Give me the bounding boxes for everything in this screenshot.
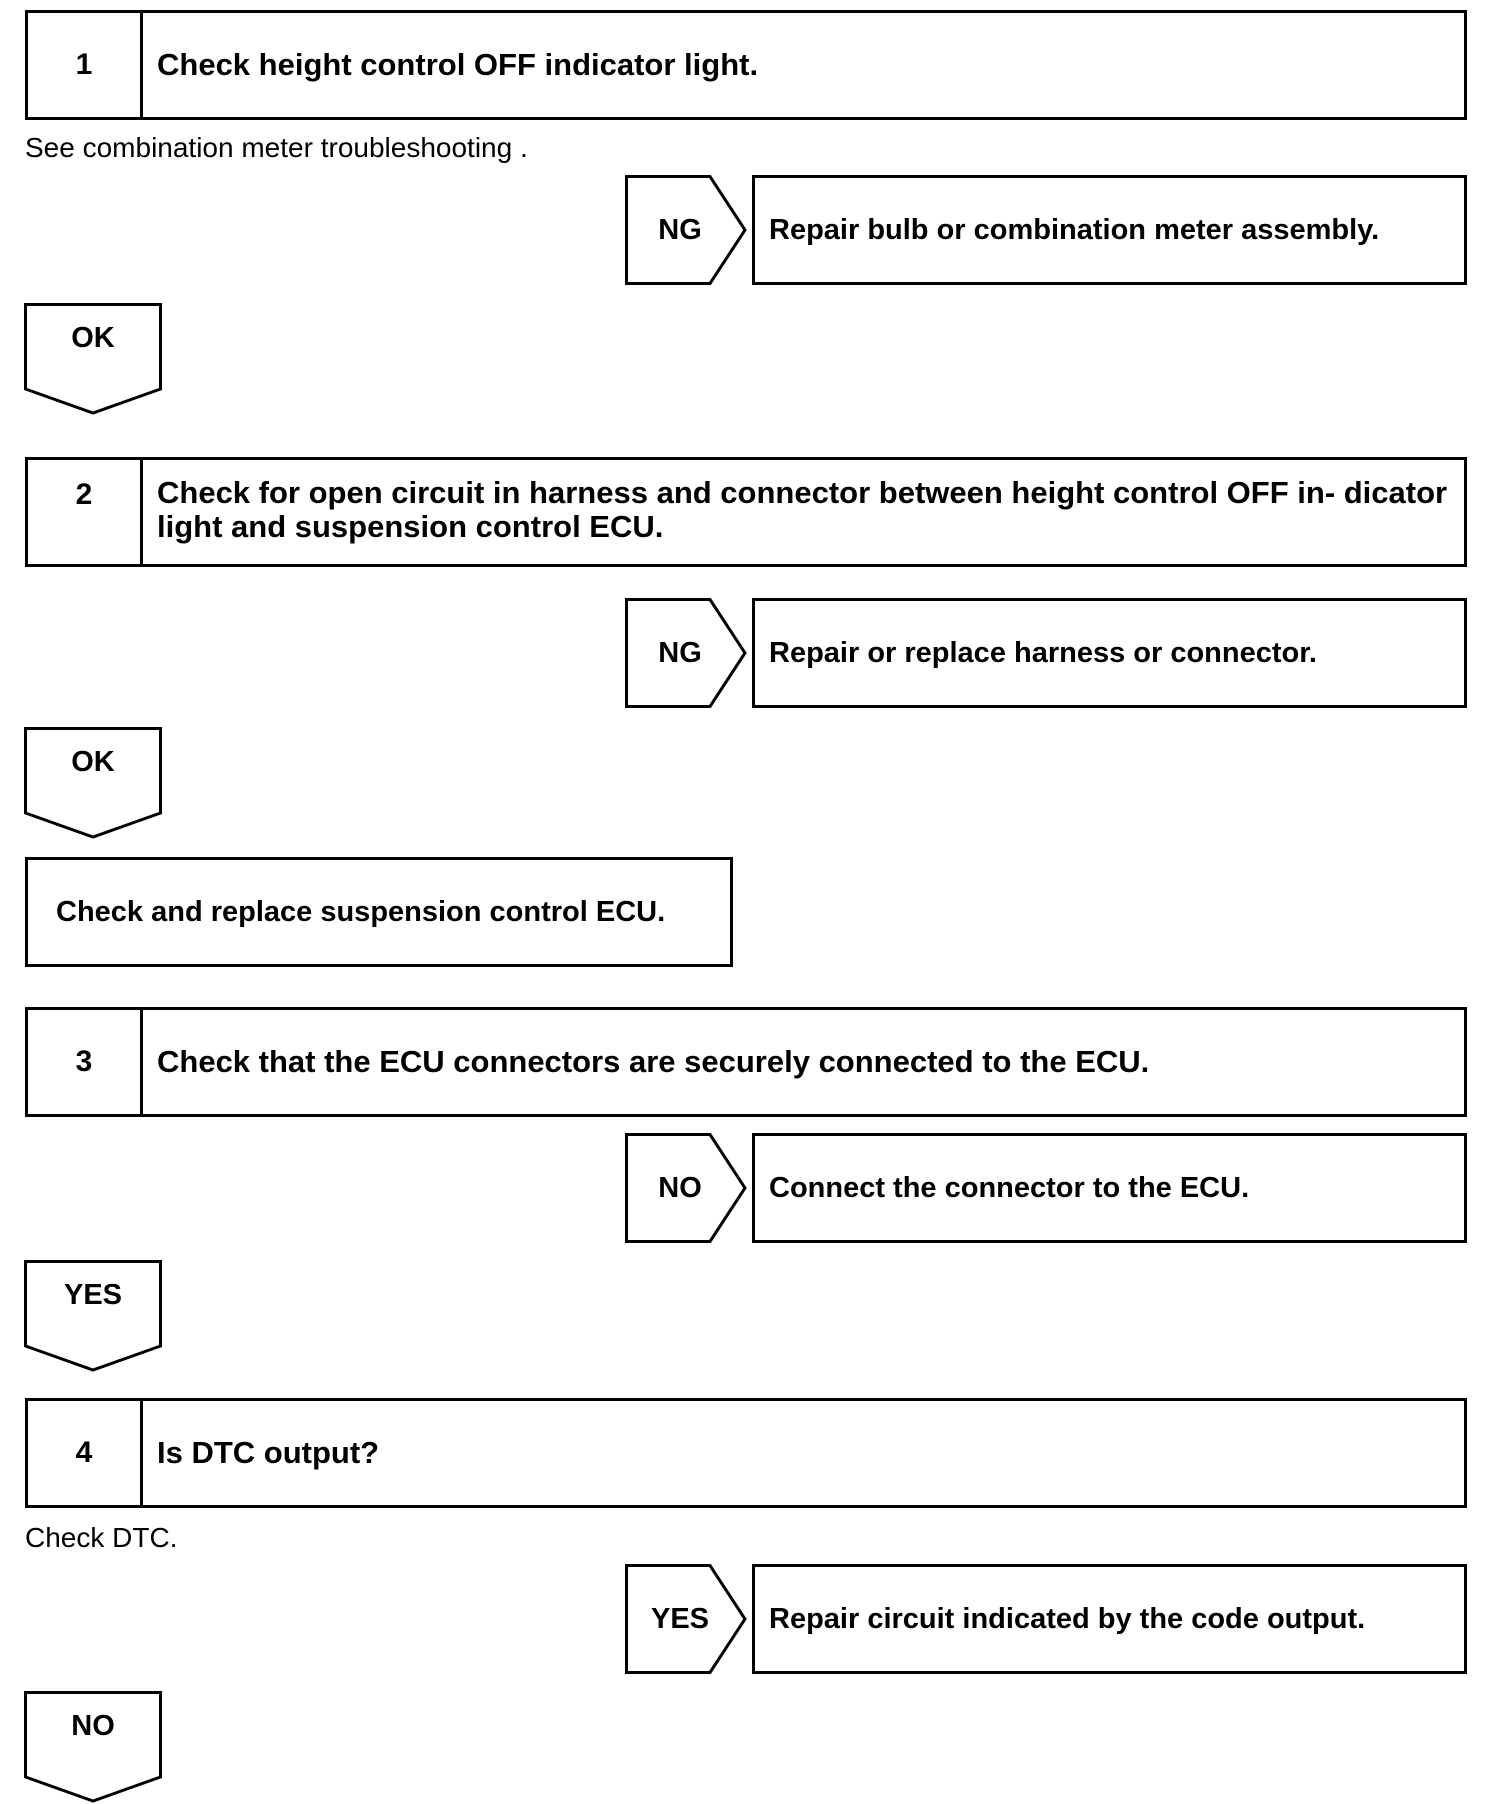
branch-1: NG Repair bulb or combination meter asse… — [625, 175, 1469, 285]
down-arrow-shape — [24, 1260, 162, 1372]
branch-3: NO Connect the connector to the ECU. — [625, 1133, 1469, 1243]
step-number: 1 — [28, 13, 143, 117]
step-3-box: 3 Check that the ECU connectors are secu… — [25, 1007, 1467, 1117]
continue-2: OK — [24, 727, 162, 839]
branch-action: Connect the connector to the ECU. — [752, 1133, 1467, 1243]
final-action-box: Check and replace suspension control ECU… — [25, 857, 733, 967]
down-arrow-shape — [24, 1691, 162, 1803]
continue-label: NO — [71, 1709, 115, 1742]
continue-1: OK — [24, 303, 162, 415]
step-title: Is DTC output? — [157, 1435, 380, 1470]
branch-4: YES Repair circuit indicated by the code… — [625, 1564, 1469, 1674]
branch-label: YES — [650, 1602, 710, 1635]
branch-arrow-shape — [625, 175, 747, 285]
step-number: 2 — [28, 460, 143, 564]
step-title: Check that the ECU connectors are secure… — [157, 1044, 1150, 1079]
step-title: Check height control OFF indicator light… — [157, 47, 759, 82]
step-2-box: 2 Check for open circuit in harness and … — [25, 457, 1467, 567]
step-1-box: 1 Check height control OFF indicator lig… — [25, 10, 1467, 120]
branch-arrow-shape — [625, 598, 747, 708]
continue-4: NO — [24, 1691, 162, 1803]
continue-label: OK — [71, 745, 115, 778]
continue-label: YES — [63, 1278, 123, 1311]
branch-2: NG Repair or replace harness or connecto… — [625, 598, 1469, 708]
branch-action: Repair bulb or combination meter assembl… — [752, 175, 1467, 285]
step-number: 3 — [28, 1010, 143, 1114]
branch-label: NO — [658, 1171, 702, 1204]
branch-arrow-shape — [625, 1133, 747, 1243]
continue-3: YES — [24, 1260, 162, 1372]
branch-action: Repair or replace harness or connector. — [752, 598, 1467, 708]
down-arrow-shape — [24, 727, 162, 839]
branch-label: NG — [658, 213, 702, 246]
step-4-box: 4 Is DTC output? — [25, 1398, 1467, 1508]
down-arrow-shape — [24, 303, 162, 415]
branch-action: Repair circuit indicated by the code out… — [752, 1564, 1467, 1674]
step-number: 4 — [28, 1401, 143, 1505]
step-4-note: Check DTC. — [25, 1522, 178, 1553]
step-title: Check for open circuit in harness and co… — [157, 475, 1448, 544]
branch-label: NG — [658, 636, 702, 669]
branch-arrow-shape — [625, 1564, 747, 1674]
step-1-note: See combination meter troubleshooting . — [25, 132, 528, 163]
continue-label: OK — [71, 321, 115, 354]
